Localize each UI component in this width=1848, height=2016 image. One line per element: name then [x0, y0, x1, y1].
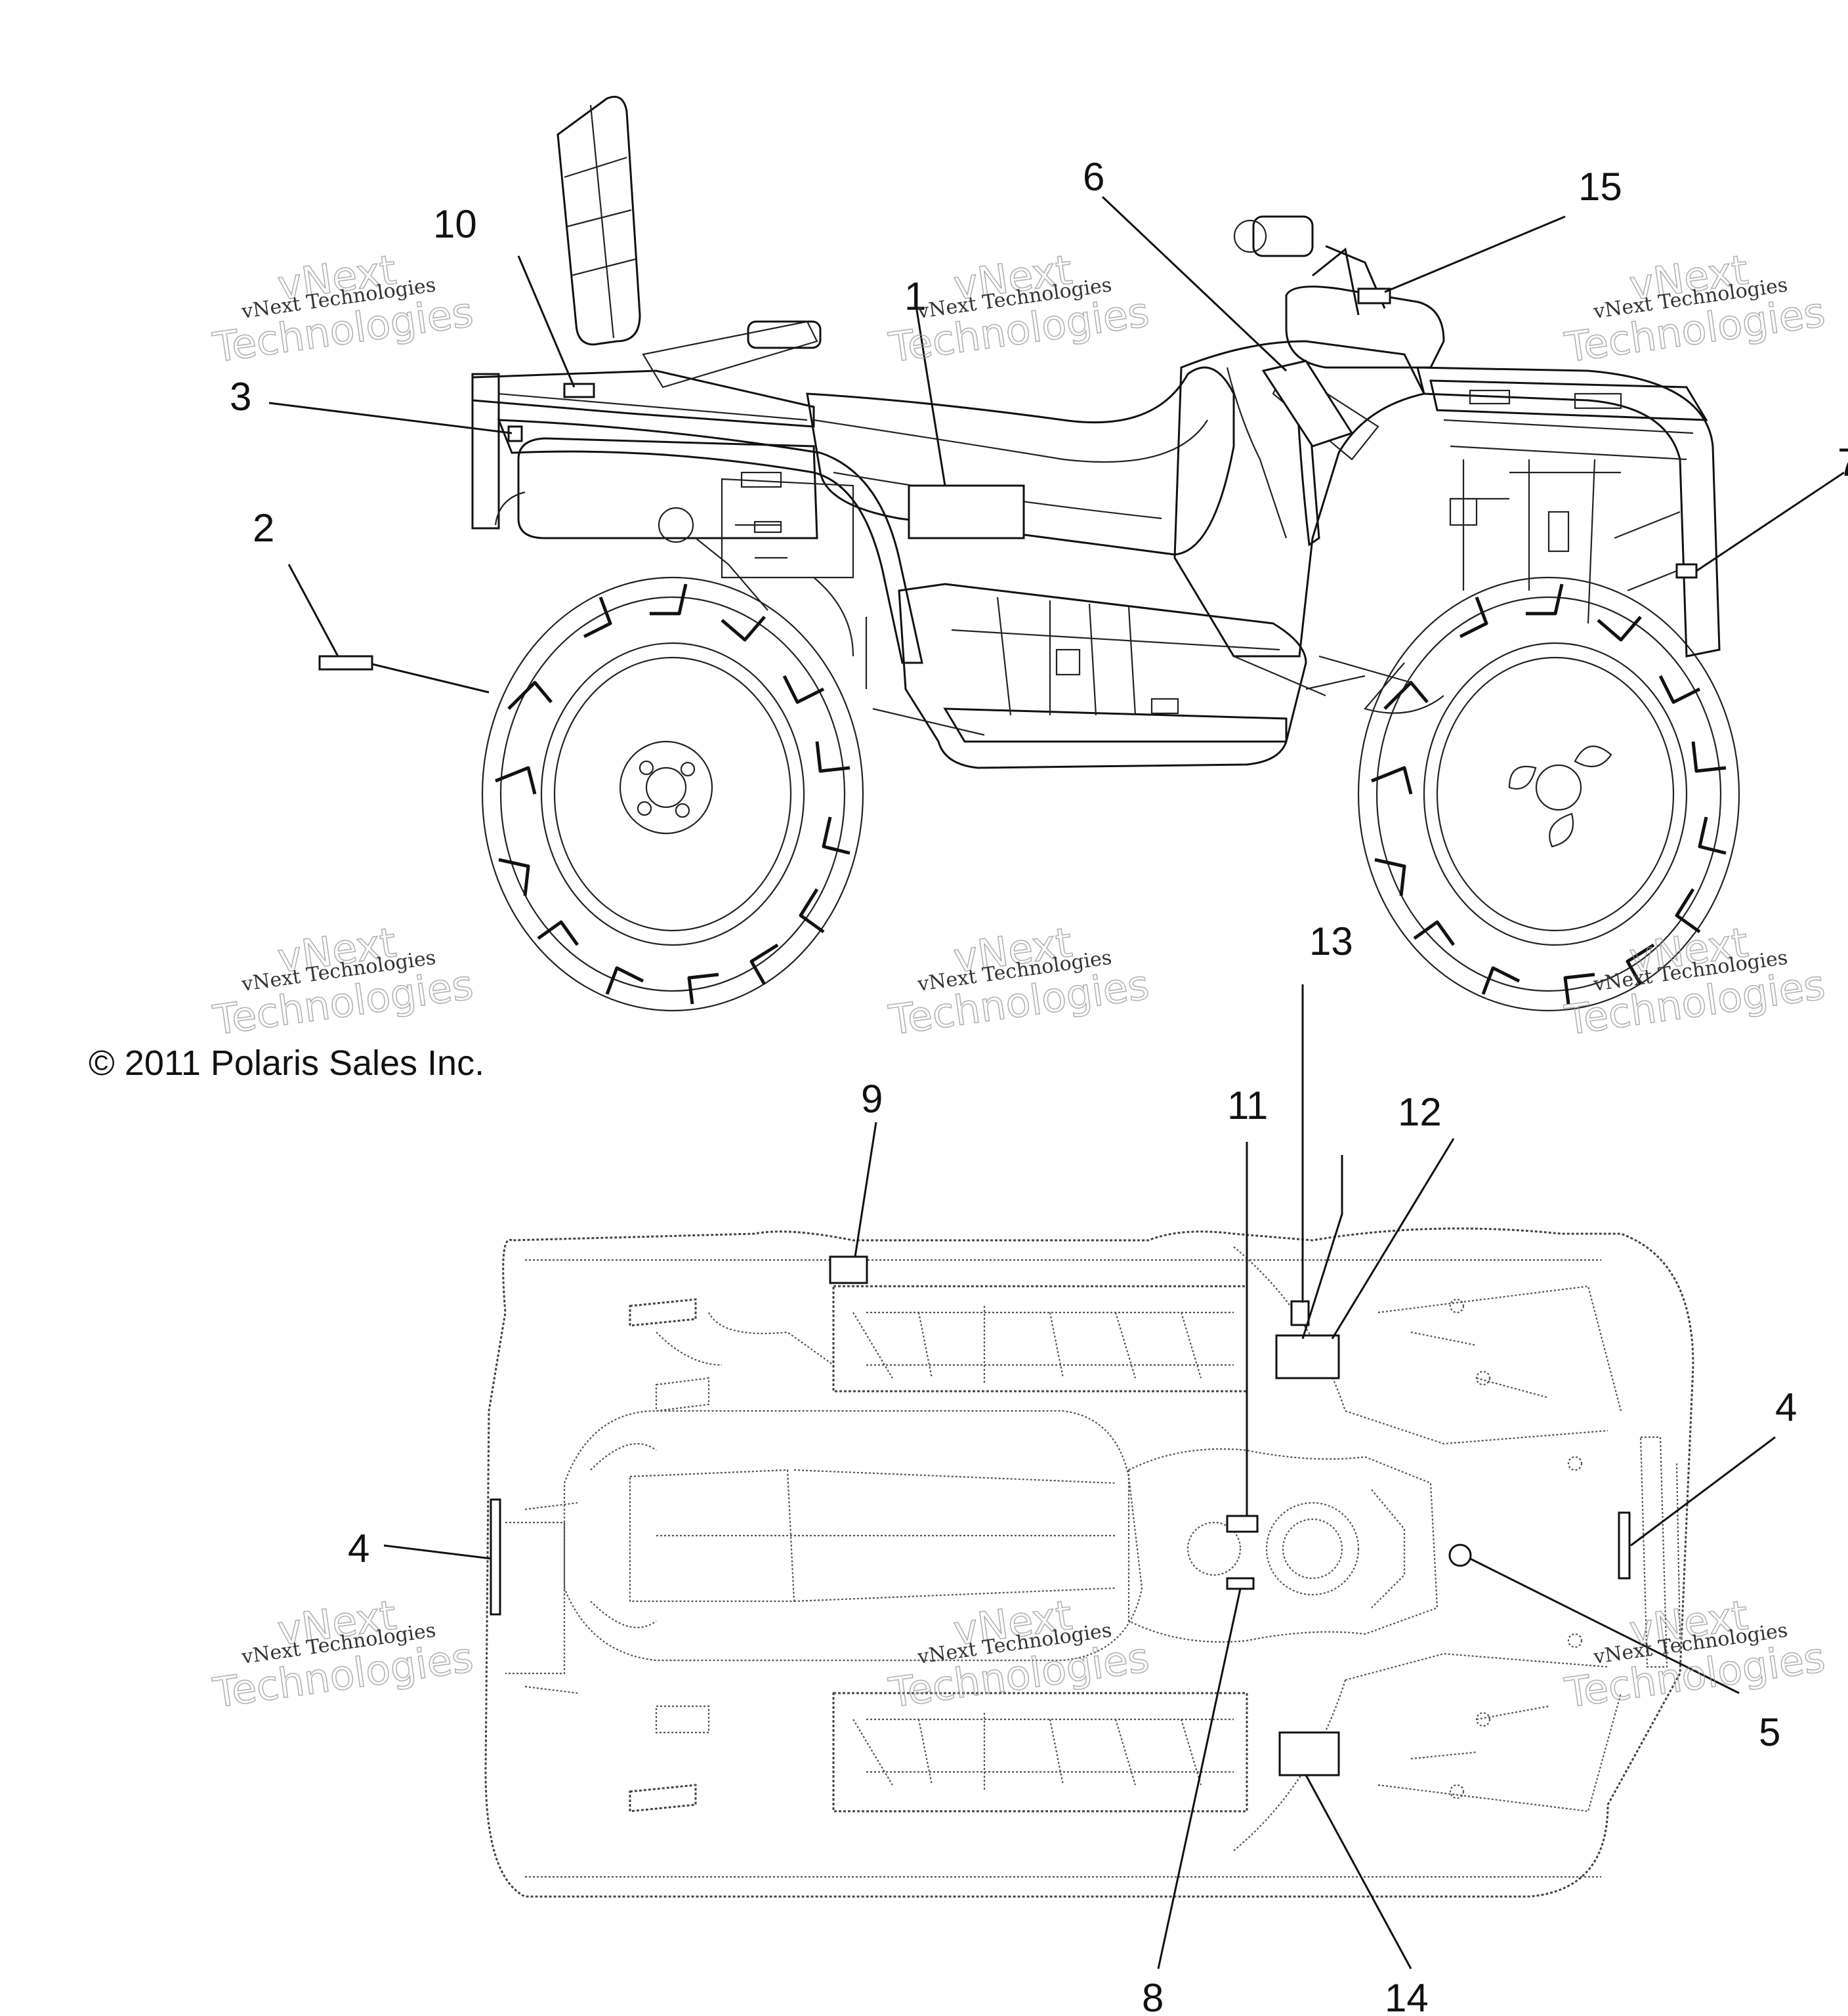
callout-11: 11 [1227, 1083, 1268, 1127]
watermark: vNext vNext Technologies Technologies [1561, 1590, 1828, 1717]
decal-3 [507, 425, 523, 442]
copyright-notice: © 2011 Polaris Sales Inc. [89, 1043, 484, 1083]
atv-side-view: 1 2 3 6 10 15 7 [230, 96, 1848, 1012]
callout-4-front: 4 [1775, 1385, 1797, 1429]
callout-3: 3 [230, 375, 251, 419]
callout-4-rear: 4 [348, 1526, 369, 1570]
decal-1 [908, 484, 1025, 539]
callout-1: 1 [904, 274, 926, 318]
callout-12: 12 [1398, 1090, 1442, 1134]
decal-10 [563, 383, 595, 398]
decal-8 [1226, 1577, 1255, 1590]
watermark: vNext vNext Technologies Technologies [1561, 917, 1828, 1045]
callout-10: 10 [433, 202, 477, 246]
decal-4-rear [490, 1498, 501, 1616]
atv-top-view [484, 1227, 1694, 1898]
decal-11 [1226, 1515, 1259, 1533]
callout-9: 9 [861, 1077, 883, 1121]
callout-13: 13 [1309, 919, 1353, 963]
decal-6 [1261, 360, 1354, 448]
callout-2: 2 [253, 506, 274, 550]
decal-9 [829, 1255, 868, 1284]
watermark: vNext vNext Technologies Technologies [1561, 245, 1828, 372]
decal-5 [1448, 1544, 1472, 1567]
decal-12 [1275, 1334, 1340, 1379]
decal-7 [1675, 563, 1698, 579]
watermark: vNext vNext Technologies Technologies [209, 245, 476, 372]
watermark: vNext vNext Technologies Technologies [885, 917, 1152, 1045]
watermark: vNext vNext Technologies Technologies [209, 1590, 476, 1717]
decal-4-front [1618, 1511, 1631, 1580]
decal-13 [1290, 1300, 1310, 1326]
callout-6: 6 [1083, 155, 1104, 199]
watermark: vNext vNext Technologies Technologies [885, 245, 1152, 372]
decal-14 [1278, 1731, 1340, 1776]
decal-2 [318, 655, 373, 671]
callout-15: 15 [1578, 165, 1622, 209]
rear-wheel [481, 576, 864, 1012]
callout-14: 14 [1385, 1976, 1429, 2016]
decal-15 [1357, 287, 1391, 304]
callout-5: 5 [1759, 1710, 1780, 1754]
watermark: vNext vNext Technologies Technologies [209, 917, 476, 1045]
watermarks: vNext vNext Technologies Technologies vN… [209, 245, 1828, 1717]
callout-8: 8 [1142, 1976, 1164, 2016]
watermark: vNext vNext Technologies Technologies [885, 1590, 1152, 1717]
callout-7: 7 [1838, 440, 1848, 484]
atv-body [471, 96, 1721, 769]
